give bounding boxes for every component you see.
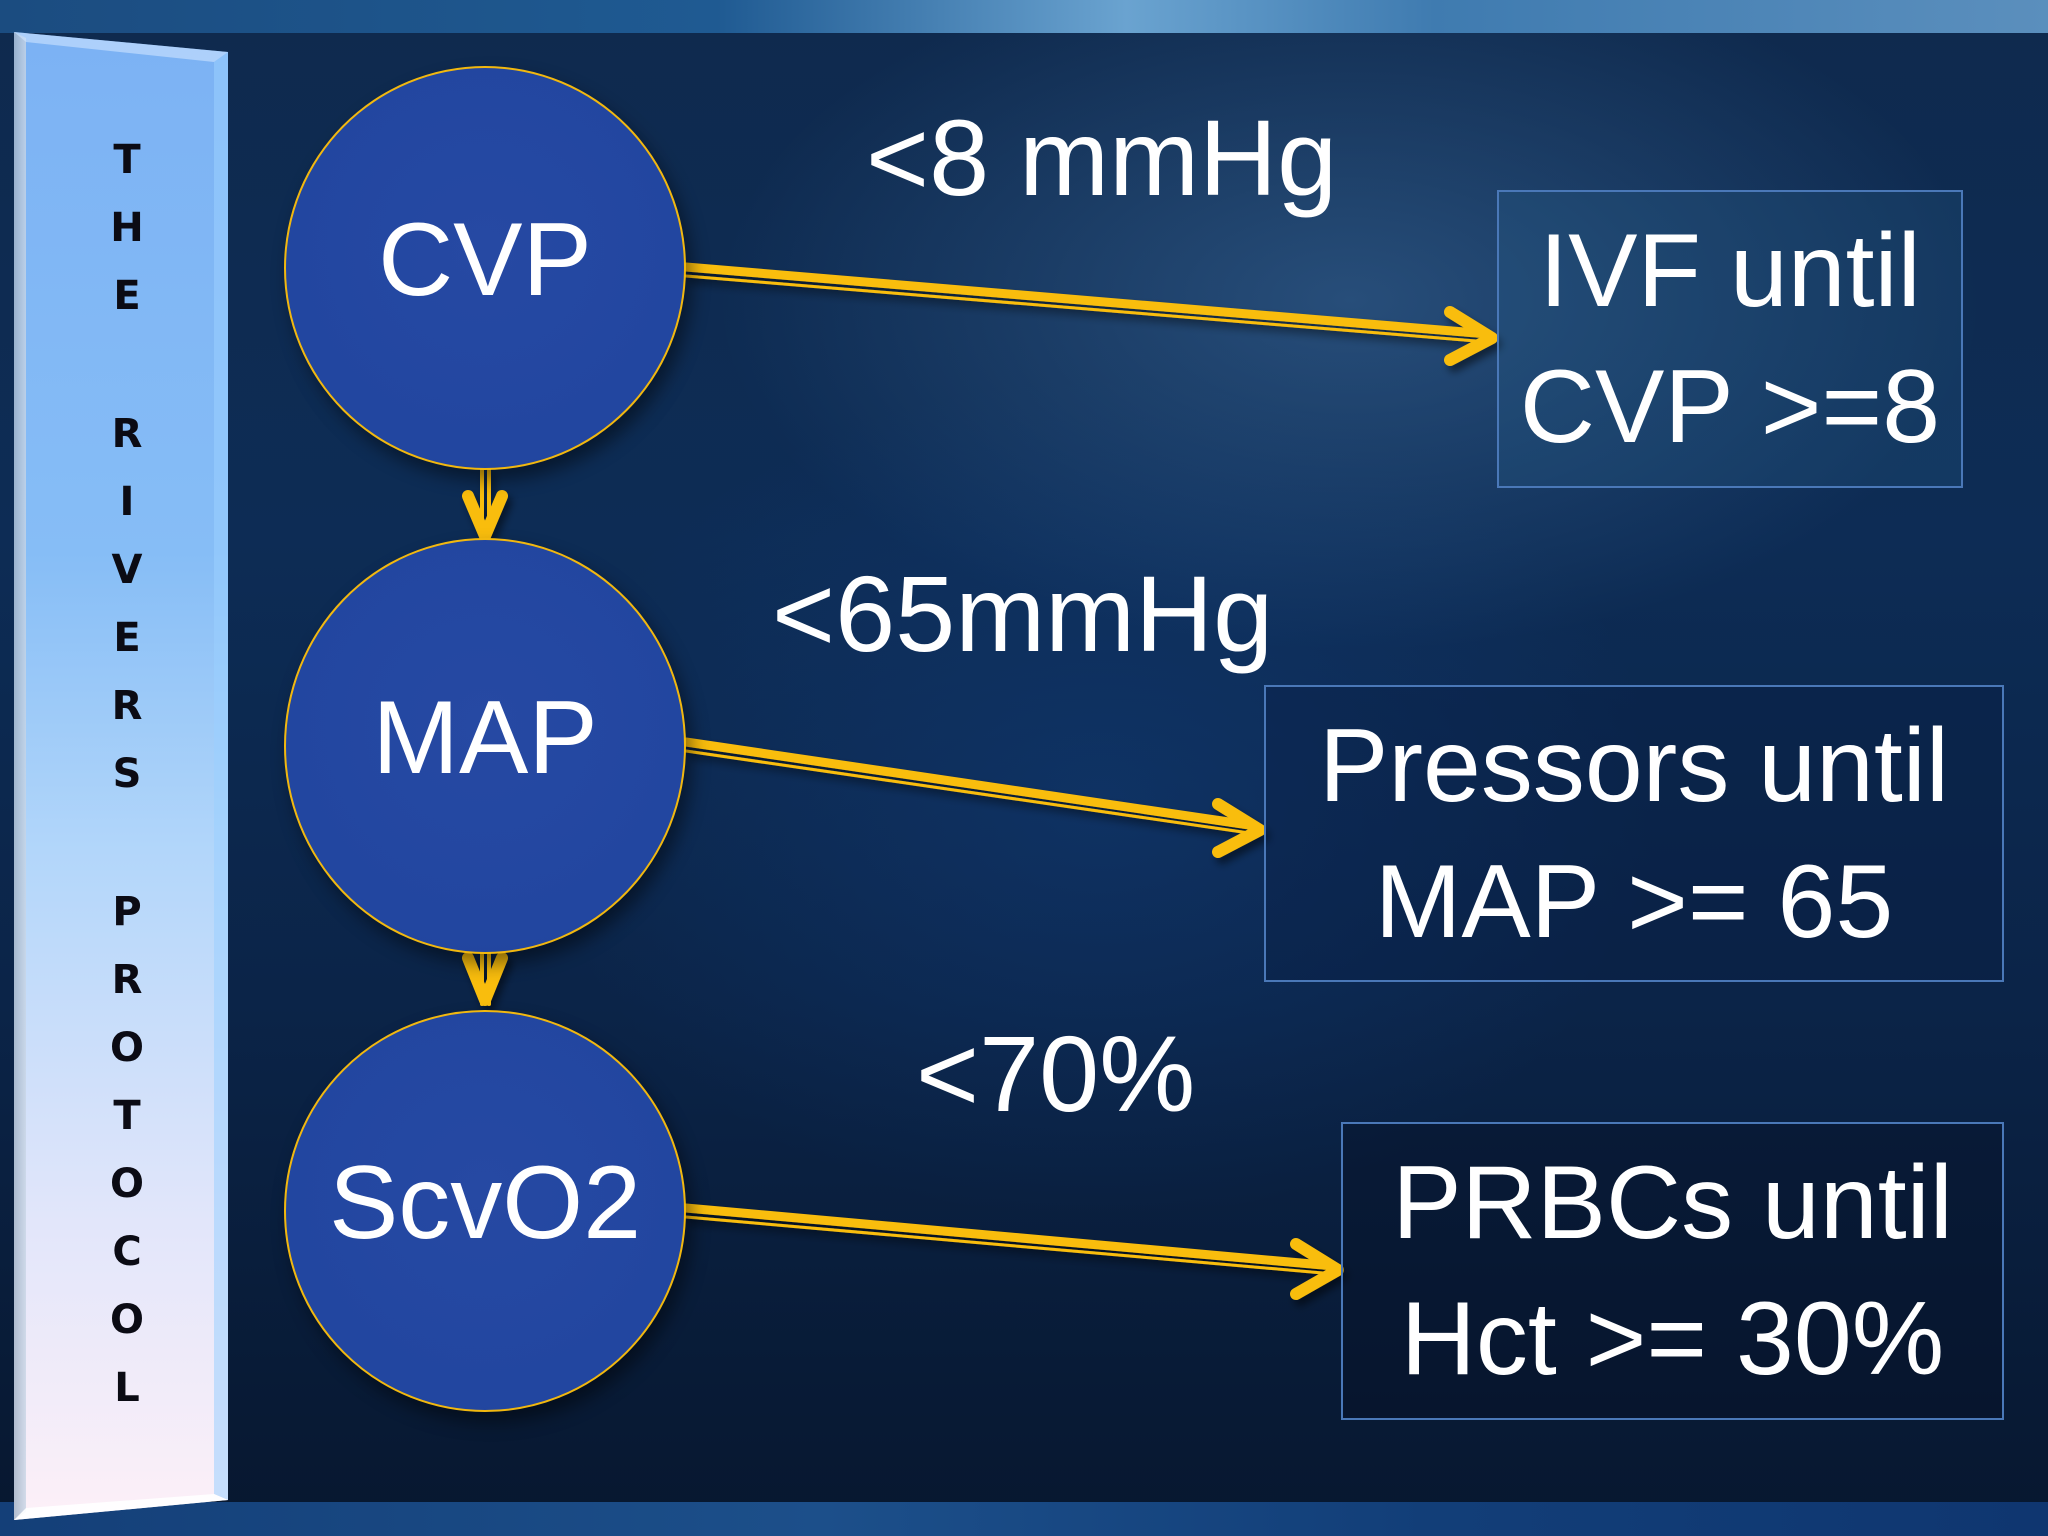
action-pressors-line-2: MAP >= 65 — [1374, 843, 1894, 960]
side-title-letter: P — [112, 889, 142, 935]
side-title-letter: V — [111, 547, 143, 593]
action-ivf-line-1: IVF until — [1539, 213, 1921, 329]
action-box-ivf: IVF until CVP >=8 — [1497, 190, 1963, 488]
threshold-scvo2: <70% — [916, 1013, 1196, 1134]
side-title-letter: R — [111, 957, 143, 1003]
action-box-pressors: Pressors until MAP >= 65 — [1264, 685, 2004, 982]
bottom-decorative-band — [0, 1502, 2048, 1536]
side-title-letter: E — [113, 273, 141, 319]
side-title-letter: I — [119, 479, 135, 525]
side-title-panel: T H E R I V E R S P R O T O C O L — [14, 32, 228, 1520]
arrow-scvo2-to-prbcs — [681, 1203, 1344, 1300]
side-title-letter: E — [113, 615, 141, 661]
node-map-label: MAP — [372, 679, 598, 796]
node-cvp-label: CVP — [378, 201, 592, 318]
action-prbcs-line-1: PRBCs until — [1392, 1145, 1953, 1261]
node-cvp: CVP — [284, 66, 686, 470]
side-title-letter: C — [112, 1229, 142, 1275]
panel-bevel-shape — [14, 32, 228, 1520]
side-title-letter: S — [112, 751, 142, 797]
side-title-letter: R — [111, 683, 143, 729]
action-ivf-line-2: CVP >=8 — [1519, 349, 1941, 465]
side-title-letter: L — [114, 1365, 140, 1411]
side-title-letter: H — [110, 205, 144, 251]
node-scvo2: ScvO2 — [284, 1010, 686, 1412]
node-map: MAP — [284, 538, 686, 954]
threshold-map: <65mmHg — [772, 553, 1274, 674]
action-prbcs-line-2: Hct >= 30% — [1400, 1281, 1945, 1397]
arrow-map-to-pressors — [681, 737, 1266, 858]
action-pressors-line-1: Pressors until — [1319, 707, 1949, 824]
side-title-letter: R — [111, 411, 143, 457]
arrow-map-to-scvo2 — [462, 950, 508, 1006]
side-title-letter: O — [109, 1297, 144, 1343]
side-title-text: T H E R I V E R S P R O T O C O L — [14, 32, 228, 1520]
side-title-letter: O — [109, 1025, 144, 1071]
action-box-prbcs: PRBCs until Hct >= 30% — [1341, 1122, 2004, 1420]
arrow-cvp-to-ivf — [681, 262, 1498, 366]
side-title-letter: O — [109, 1161, 144, 1207]
side-title-letter: T — [113, 137, 141, 183]
arrow-cvp-to-map — [462, 468, 508, 542]
threshold-cvp: <8 mmHg — [866, 97, 1338, 218]
side-title-letter: T — [113, 1093, 141, 1139]
top-decorative-band — [0, 0, 2048, 33]
node-scvo2-label: ScvO2 — [328, 1144, 642, 1261]
